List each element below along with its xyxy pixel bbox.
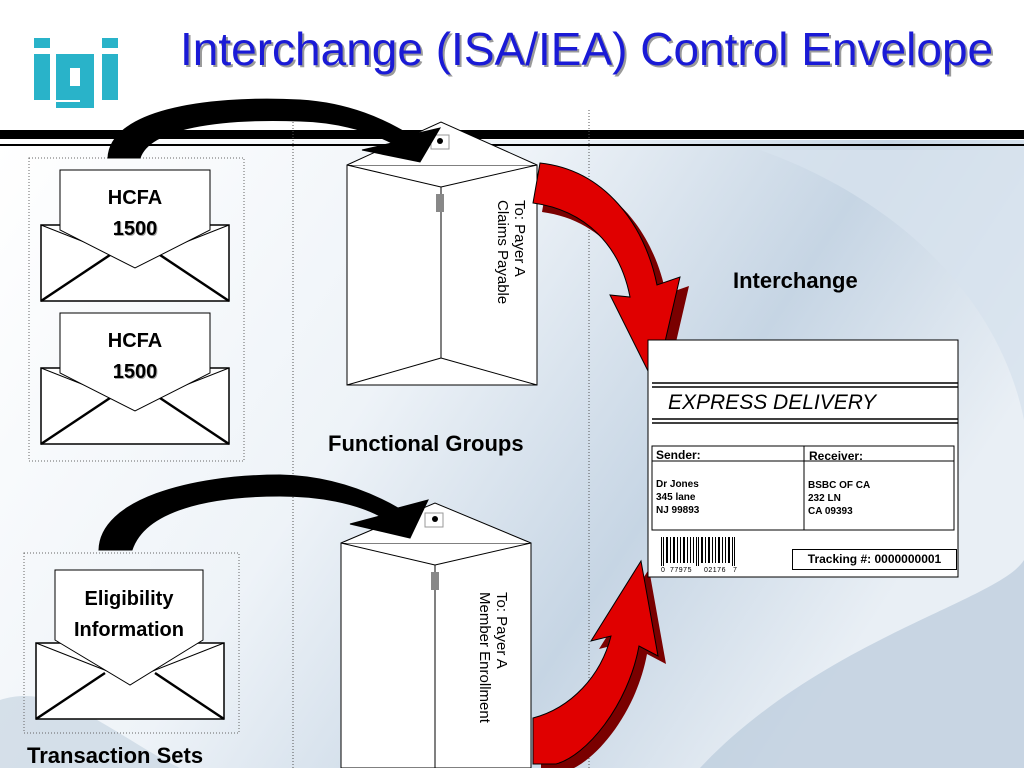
- label-functional-groups: Functional Groups: [328, 431, 524, 456]
- receiver-address: BSBC OF CA 232 LN CA 09393: [808, 479, 870, 518]
- functional-group-2-address: To: Payer A Member Enrollment: [476, 592, 510, 723]
- shipping-label: [647, 339, 959, 578]
- hcfa-envelope-2-line1: HCFA: [107, 330, 163, 352]
- hcfa-envelope-2-line2: 1500: [112, 361, 158, 383]
- transaction-set-box-bottom: [23, 552, 240, 734]
- functional-group-envelope-2: [340, 502, 532, 768]
- header-rule-thin: [0, 144, 1024, 146]
- label-interchange: Interchange: [733, 268, 858, 293]
- receiver-label: Receiver:: [809, 449, 864, 463]
- shipping-label-heading: EXPRESS DELIVERY: [668, 391, 877, 414]
- functional-group-1-address: To: Payer A Claims Payable: [494, 200, 528, 304]
- barcode-digit-3: 02176: [704, 567, 726, 574]
- background-swirl-2: [760, 150, 1024, 420]
- eligibility-envelope-line2: Information: [74, 619, 184, 641]
- hcfa-envelope-1-line2: 1500: [112, 218, 158, 240]
- hcfa-envelope-1: [40, 169, 230, 303]
- sender-line-1: Dr Jones: [656, 479, 699, 490]
- hcfa-envelope-1-line1: HCFA: [107, 187, 163, 209]
- sender-address: Dr Jones 345 lane NJ 99893: [656, 478, 699, 517]
- label-transaction-sets: Transaction Sets: [27, 743, 204, 768]
- eligibility-envelope-line1: Eligibility: [84, 588, 174, 610]
- sender-line-3: NJ 99893: [656, 505, 700, 516]
- hcfa-envelope-2: [40, 312, 230, 446]
- receiver-line-2: 232 LN: [808, 493, 841, 504]
- eligibility-envelope: [35, 569, 225, 721]
- sender-line-2: 345 lane: [656, 492, 696, 503]
- tracking-number: Tracking #: 0000000001: [792, 549, 957, 570]
- barcode-digit-1: 0: [661, 567, 666, 574]
- receiver-line-1: BSBC OF CA: [808, 480, 871, 491]
- background-swirl: [700, 560, 1024, 768]
- functional-group-1-address-line2: Claims Payable: [494, 200, 511, 305]
- red-arrow-bottom: [532, 559, 666, 768]
- barcode-digit-4: 7: [733, 567, 738, 574]
- functional-group-2-address-line2: Member Enrollment: [476, 592, 493, 723]
- transaction-set-box-top: [28, 157, 245, 462]
- black-arrow-top: [107, 98, 442, 163]
- receiver-line-3: CA 09393: [808, 506, 853, 517]
- page-title: Interchange (ISA/IEA) Control Envelope: [180, 23, 994, 75]
- black-arrow-bottom: [98, 474, 429, 551]
- functional-group-1-address-line1: To: Payer A: [511, 200, 528, 277]
- functional-group-envelope-1: [346, 121, 538, 386]
- igi-logo: [34, 38, 118, 108]
- header-rule: [0, 130, 1024, 139]
- barcode-digit-2: 77975: [670, 567, 692, 574]
- sender-label: Sender:: [656, 448, 701, 462]
- barcode: [661, 537, 735, 566]
- functional-group-2-address-line1: To: Payer A: [493, 592, 510, 669]
